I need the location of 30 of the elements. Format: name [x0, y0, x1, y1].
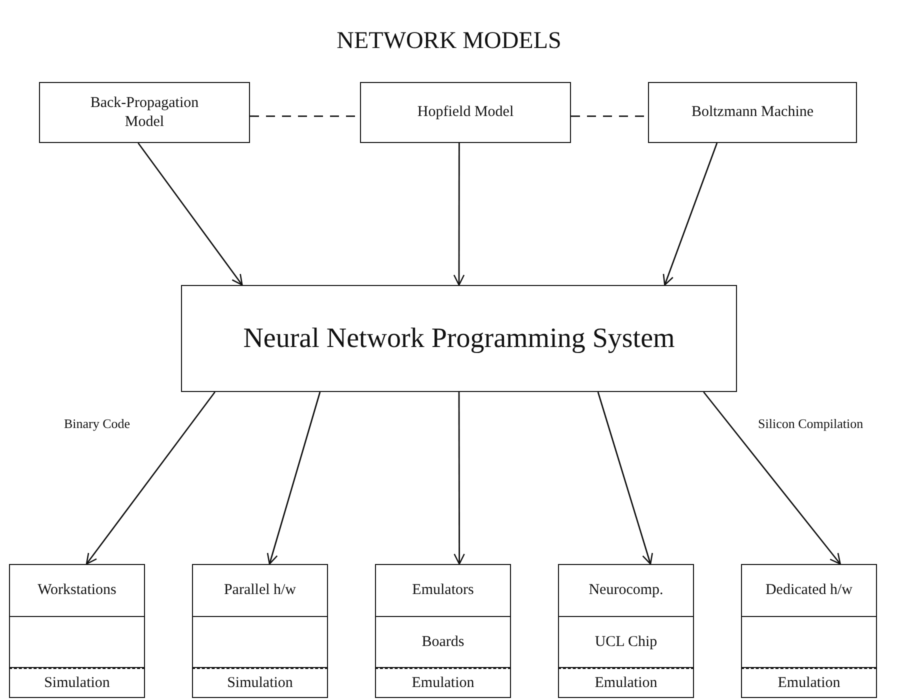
- arrow: [662, 142, 718, 286]
- process-box: Neural Network Programming System: [181, 285, 737, 392]
- table-cell: Neurocomp.: [558, 564, 694, 617]
- annotation-text: Binary Code: [64, 415, 132, 433]
- arrow: [703, 392, 841, 565]
- arrow: [138, 142, 243, 286]
- process-box: Back-Propagation Model: [39, 82, 250, 143]
- table-cell: Emulators: [375, 564, 511, 617]
- process-box: Boltzmann Machine: [648, 82, 857, 143]
- table-cell: UCL Chip: [558, 617, 694, 668]
- arrow: [266, 392, 321, 565]
- empty-cell: [741, 617, 877, 668]
- table-cell: Dedicated h/w: [741, 564, 877, 617]
- arrow: [86, 392, 216, 565]
- arrow: [597, 392, 653, 565]
- diagram-title: NETWORK MODELS: [336, 28, 562, 55]
- empty-cell: [192, 617, 328, 668]
- process-box: Hopfield Model: [360, 82, 571, 143]
- annotation-text: Silicon Compilation: [758, 415, 864, 433]
- table-cell: Parallel h/w: [192, 564, 328, 617]
- empty-cell: [9, 617, 145, 668]
- table-cell: Simulation: [192, 668, 328, 698]
- table-cell: Emulation: [375, 668, 511, 698]
- table-cell: Workstations: [9, 564, 145, 617]
- arrow: [453, 143, 465, 286]
- table-cell: Emulation: [558, 668, 694, 698]
- table-cell: Boards: [375, 617, 511, 668]
- arrow: [454, 392, 465, 565]
- table-cell: Emulation: [741, 668, 877, 698]
- table-cell: Simulation: [9, 668, 145, 698]
